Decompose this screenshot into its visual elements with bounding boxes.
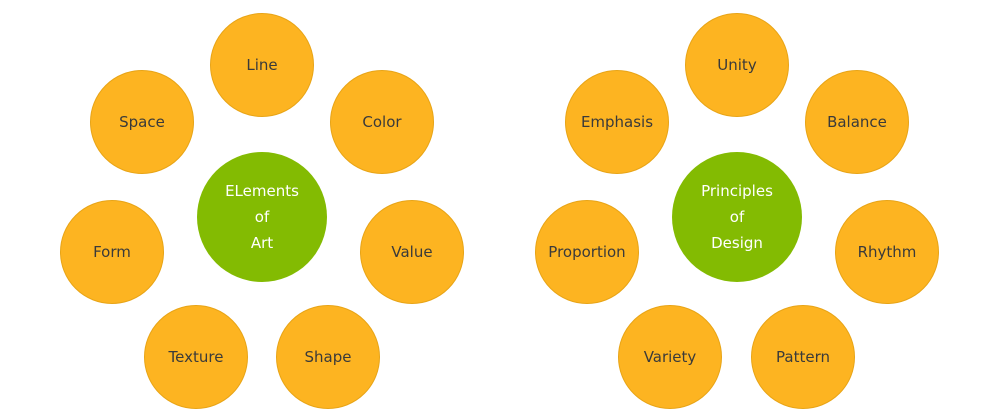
principle-node-unity: Unity: [685, 13, 789, 117]
element-node-value: Value: [360, 200, 464, 304]
element-node-texture: Texture: [144, 305, 248, 409]
principle-node-rhythm: Rhythm: [835, 200, 939, 304]
principle-node-emphasis: Emphasis: [565, 70, 669, 174]
element-node-label: Line: [246, 56, 278, 74]
element-node-form: Form: [60, 200, 164, 304]
element-node-label: Shape: [304, 348, 352, 366]
principle-node-proportion: Proportion: [535, 200, 639, 304]
element-node-label: Color: [362, 113, 402, 131]
elements-of-art-center-node: ELements of Art: [197, 152, 327, 282]
element-node-line: Line: [210, 13, 314, 117]
principles-of-design-diagram: Principles of Design Unity Balance Rhyth…: [475, 0, 975, 411]
principle-node-label: Pattern: [776, 348, 830, 366]
element-node-space: Space: [90, 70, 194, 174]
element-node-label: Texture: [168, 348, 224, 366]
principle-node-label: Rhythm: [857, 243, 917, 261]
elements-of-art-diagram: ELements of Art Line Color Value Shape T…: [60, 13, 464, 409]
elements-of-art-center-label: ELements of Art: [225, 182, 299, 252]
principle-node-label: Variety: [643, 348, 697, 366]
element-node-label: Form: [93, 243, 131, 261]
principle-node-label: Balance: [827, 113, 887, 131]
element-node-color: Color: [330, 70, 434, 174]
principle-node-label: Proportion: [548, 243, 626, 261]
principle-node-pattern: Pattern: [751, 305, 855, 409]
principle-node-balance: Balance: [805, 70, 909, 174]
element-node-label: Value: [391, 243, 433, 261]
principle-node-label: Unity: [717, 56, 757, 74]
element-node-label: Space: [119, 113, 165, 131]
element-node-shape: Shape: [276, 305, 380, 409]
principles-of-design-center-label: Principles of Design: [701, 182, 773, 252]
principle-node-variety: Variety: [618, 305, 722, 409]
principles-of-design-center-node: Principles of Design: [672, 152, 802, 282]
principle-node-label: Emphasis: [580, 113, 654, 131]
